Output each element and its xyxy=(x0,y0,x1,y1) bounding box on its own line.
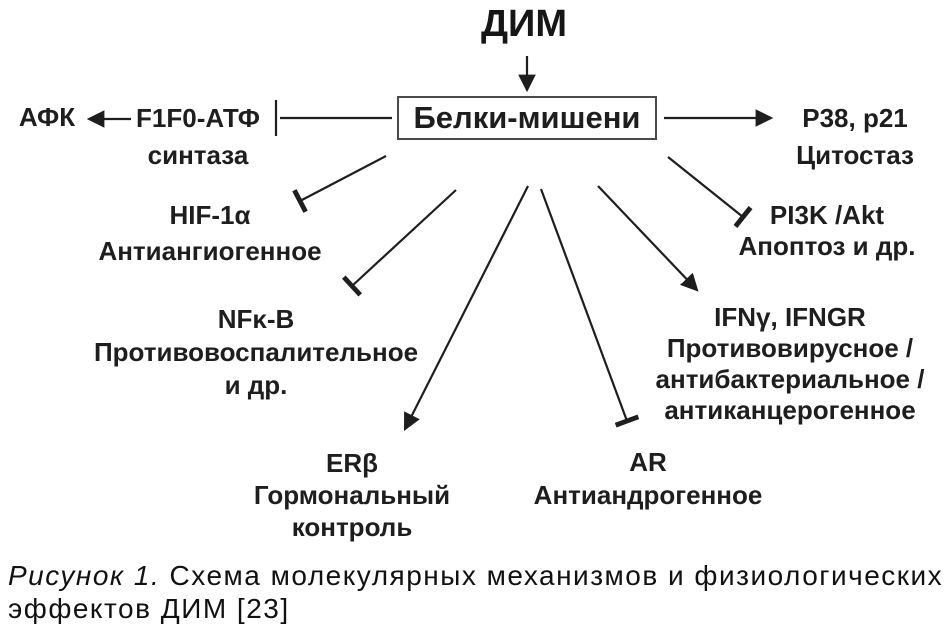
caption-figure-label: Рисунок 1. xyxy=(8,560,161,591)
node-f1f0-atp-synthase: F1F0-АТФ синтаза xyxy=(136,100,260,174)
node-line: IFNγ, IFNGR xyxy=(714,302,866,332)
caption-line-1: Рисунок 1. Схема молекулярных механизмов… xyxy=(8,559,944,592)
node-target-proteins-box: Белки-мишени xyxy=(397,96,657,140)
node-line: контроль xyxy=(291,512,413,542)
node-line: HIF-1α xyxy=(169,200,251,230)
diagram-title-text: ДИМ xyxy=(480,3,568,45)
connector-targets-to-ifng-arrow xyxy=(597,185,699,292)
figure-caption: Рисунок 1. Схема молекулярных механизмов… xyxy=(8,559,944,625)
connector-targets-to-erb-arrow xyxy=(404,185,529,431)
connector-targets-to-nfkb-inhibition xyxy=(342,189,457,297)
node-ifng: IFNγ, IFNGR Противовирусное / антибактер… xyxy=(656,302,925,426)
connector-targets-to-hif1a-inhibition xyxy=(292,155,387,213)
node-line: АФК xyxy=(18,102,76,132)
node-erb: ERβ Гормональный контроль xyxy=(254,447,450,543)
node-line: синтаза xyxy=(147,140,249,170)
node-line: Гормональный xyxy=(253,480,451,510)
node-pi3k-akt: PI3K /Akt Апоптоз и др. xyxy=(739,200,916,262)
caption-line-1-text: Схема молекулярных механизмов и физиолог… xyxy=(169,560,944,591)
node-ar: AR Антиандрогенное xyxy=(534,446,763,512)
node-line: и др. xyxy=(224,370,288,400)
node-line: P38, p21 xyxy=(802,103,908,133)
connector-targets-to-ar-inhibition xyxy=(539,188,640,428)
node-p38-p21: P38, p21 Цитостаз xyxy=(796,100,914,174)
node-hif1a: HIF-1α Антиангиогенное xyxy=(98,197,321,269)
node-line: NFκ-B xyxy=(217,304,295,334)
node-line: Антиангиогенное xyxy=(98,236,322,266)
node-nfkb: NFκ-B Противовоспалительное и др. xyxy=(94,303,418,402)
caption-line-2: эффектов ДИМ [23] xyxy=(8,593,290,624)
node-line: PI3K /Akt xyxy=(769,200,885,230)
node-line: Противовоспалительное xyxy=(93,337,419,367)
node-line: AR xyxy=(629,447,667,477)
node-ros: АФК xyxy=(19,101,75,134)
node-target-proteins-label: Белки-мишени xyxy=(413,100,641,135)
node-line: Противовирусное / xyxy=(666,333,914,363)
node-line: ERβ xyxy=(325,448,378,478)
node-line: F1F0-АТФ xyxy=(136,103,260,133)
node-line: антибактериальное / xyxy=(655,364,925,394)
node-line: антиканцерогенное xyxy=(664,395,916,425)
node-line: Цитостаз xyxy=(796,140,914,170)
connector-targets-to-pi3k-inhibition xyxy=(667,156,753,228)
diagram-title: ДИМ xyxy=(481,2,567,46)
node-line: Апоптоз и др. xyxy=(738,231,916,261)
node-line: Антиандрогенное xyxy=(533,480,763,510)
